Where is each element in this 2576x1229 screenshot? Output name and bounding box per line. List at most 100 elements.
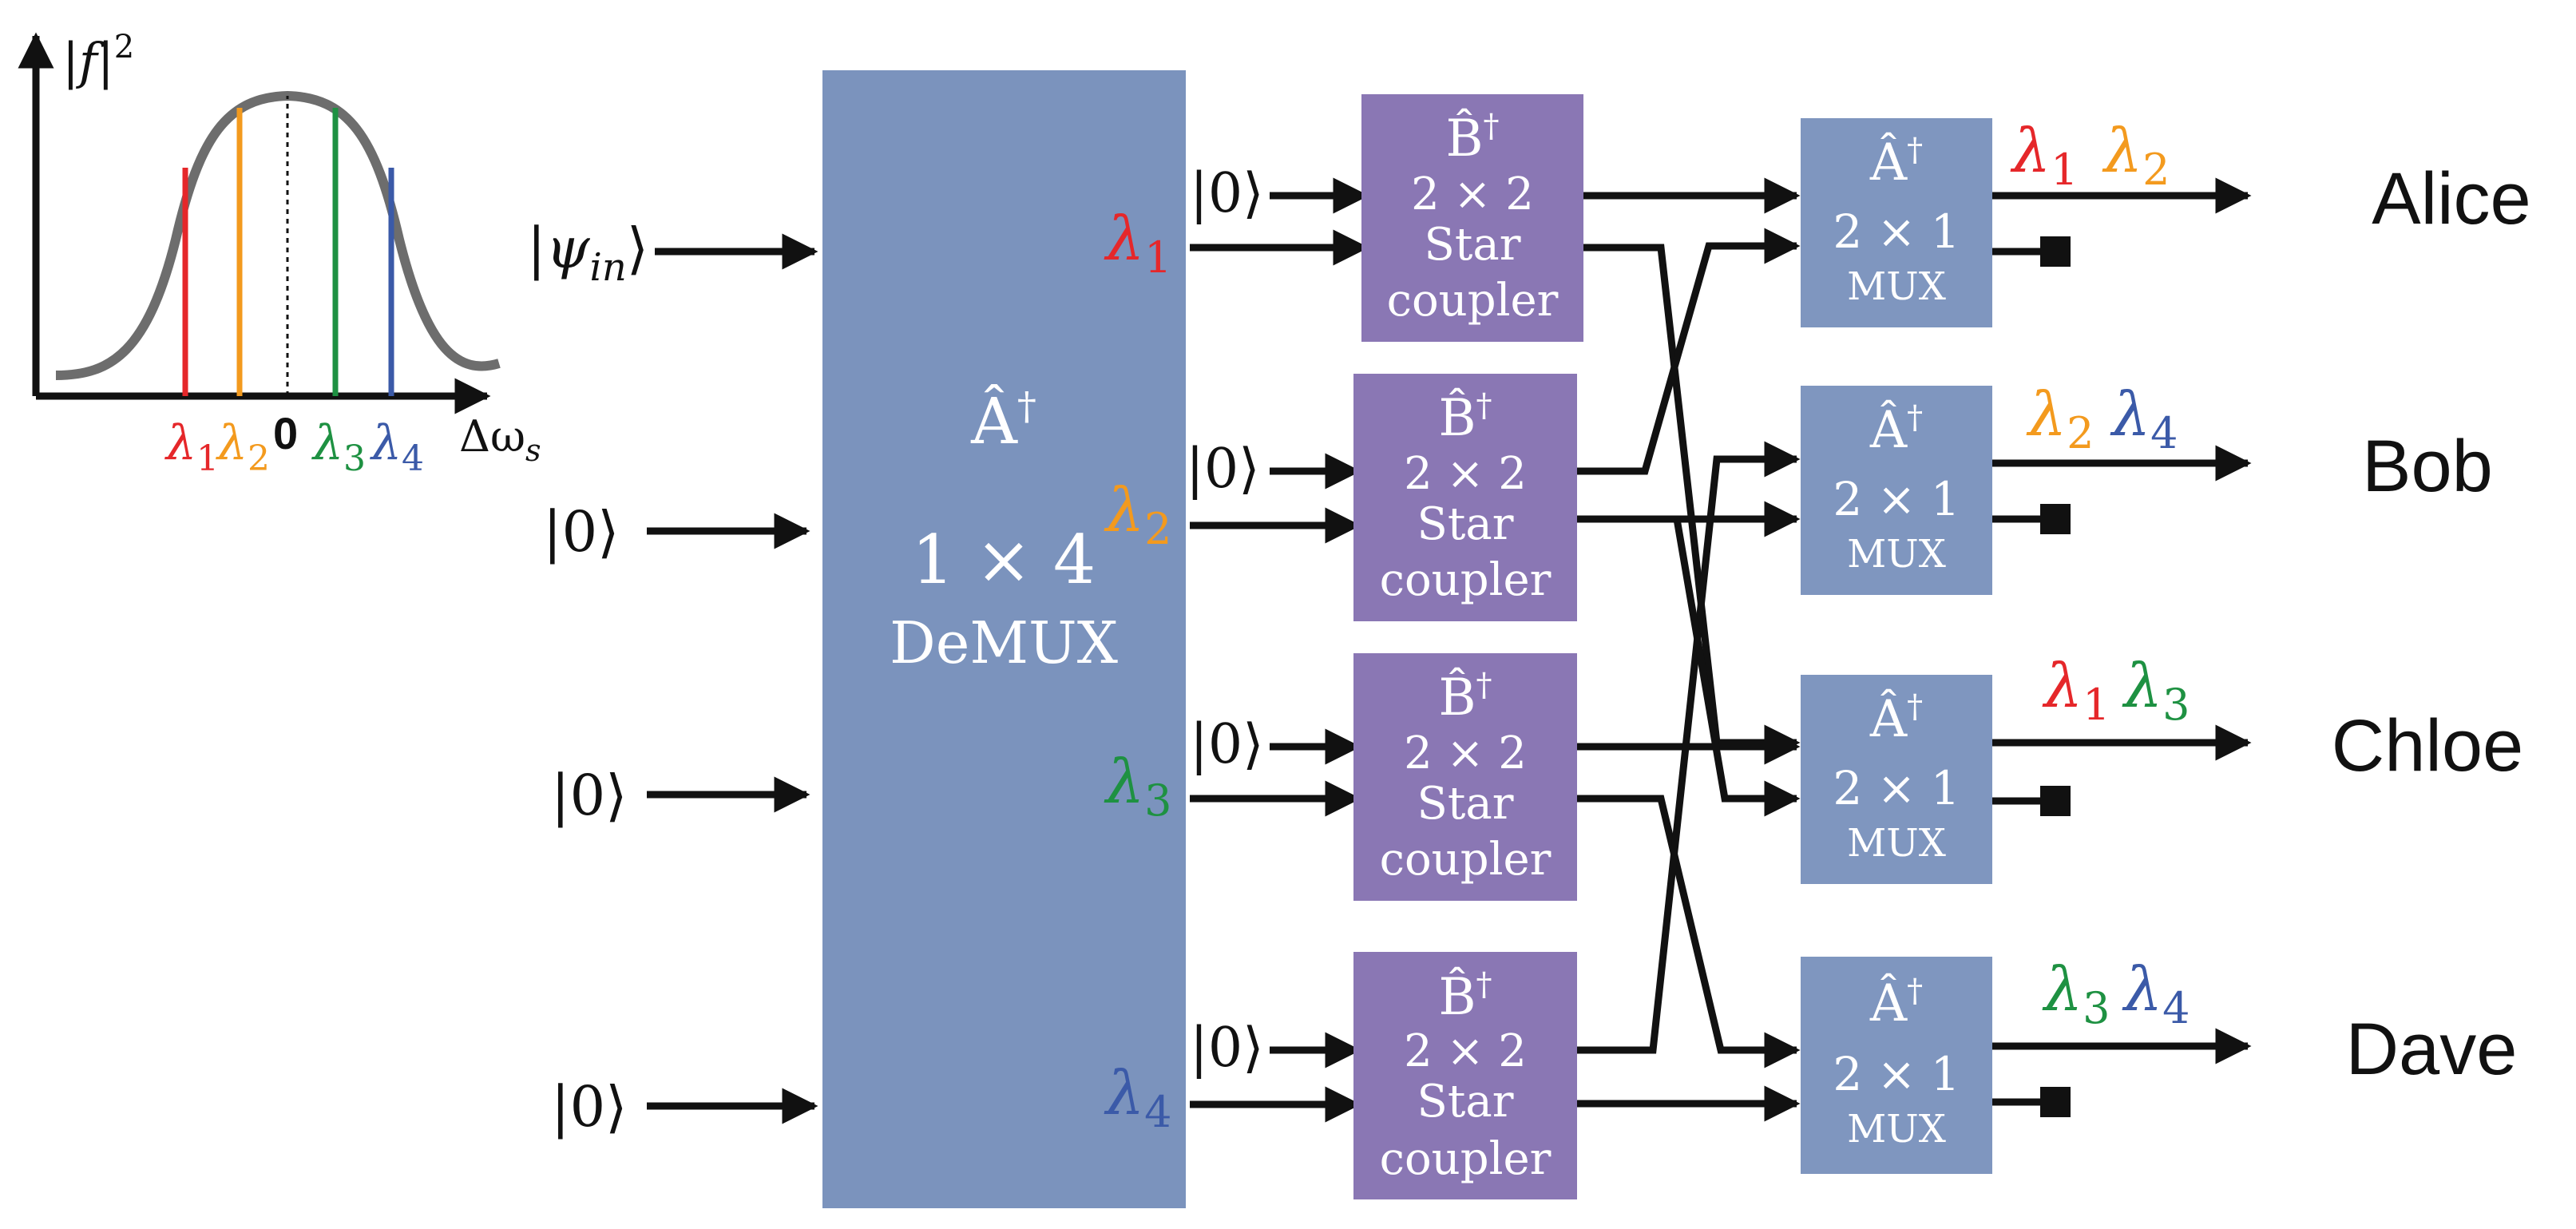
mux-dave: Â† 2 × 1 MUX	[1801, 957, 1992, 1174]
star-coupler-1: B̂† 2 × 2 Star coupler	[1361, 94, 1583, 342]
inputs: |ψin⟩ |0⟩ |0⟩ |0⟩	[527, 216, 818, 1140]
coupler3-size: 2 × 2	[1404, 727, 1527, 779]
mux-chloe-name: MUX	[1847, 821, 1946, 866]
input-vacuum-2: |0⟩	[543, 499, 619, 565]
coupler4-line2: coupler	[1380, 1133, 1552, 1185]
mux-chloe-rect	[1801, 675, 1992, 884]
coupler2-rect	[1353, 374, 1577, 621]
mux-alice-size: 2 × 1	[1833, 204, 1960, 259]
mux-bob-size: 2 × 1	[1833, 472, 1960, 526]
coupler-vacuum-inputs: |0⟩ |0⟩ |0⟩ |0⟩	[1186, 162, 1264, 1080]
coupler1-vacuum: |0⟩	[1190, 162, 1264, 225]
demux-out-lambda1: λ1	[1104, 203, 1172, 283]
demux-name: DeMUX	[890, 609, 1118, 676]
mux-outputs	[1992, 177, 2252, 1117]
chloe-lambda-b: λ3	[2122, 650, 2190, 730]
bob-lambda-b: λ4	[2110, 379, 2178, 458]
user-bob: Bob	[2362, 426, 2493, 507]
mux-bob-name: MUX	[1847, 532, 1946, 577]
input-vacuum-3: |0⟩	[551, 763, 627, 828]
mux-chloe-size: 2 × 1	[1833, 761, 1960, 815]
coupler1-size: 2 × 2	[1411, 168, 1534, 220]
coupler3-line1: Star	[1417, 778, 1513, 830]
coupler1-operator: B̂†	[1445, 108, 1499, 168]
mux-dave-rect	[1801, 957, 1992, 1174]
mux-dave-operator: Â†	[1869, 973, 1923, 1033]
user-alice: Alice	[2372, 158, 2530, 240]
spectrum-inset: |f|2 λ1 λ2 0 λ3 λ4 Δωs	[18, 29, 541, 479]
spectrum-lambda1-label: λ1	[164, 415, 219, 479]
alice-lambda-a: λ1	[2010, 115, 2079, 195]
alice-lambda-b: λ2	[2102, 115, 2170, 195]
c4-out-top	[1577, 441, 1801, 1054]
demux-output-labels: λ1 λ2 λ3 λ4	[1104, 203, 1172, 1137]
mux-bob: Â† 2 × 1 MUX	[1801, 386, 1992, 595]
coupler1-line2: coupler	[1387, 275, 1559, 327]
mux-alice-operator: Â†	[1869, 132, 1923, 192]
mux-alice-rect	[1801, 118, 1992, 327]
coupler-input-wires	[1190, 177, 1369, 1123]
coupler2-vacuum: |0⟩	[1186, 438, 1260, 501]
mux-chloe: Â† 2 × 1 MUX	[1801, 675, 1992, 884]
coupler-to-mux-wires	[1577, 177, 1801, 1122]
alice-dump-terminator	[2040, 236, 2071, 267]
coupler2-line1: Star	[1417, 498, 1513, 550]
coupler2-operator: B̂†	[1438, 387, 1492, 448]
psi-in-label: |ψin⟩	[527, 216, 648, 290]
bob-lambda-a: λ2	[2026, 379, 2094, 458]
spectrum-lambda3-label: λ3	[311, 415, 366, 479]
spectrum-x-label: Δωs	[459, 411, 541, 468]
spectrum-envelope-curve	[55, 90, 501, 380]
demux-rect	[822, 70, 1186, 1208]
coupler2-line2: coupler	[1380, 554, 1552, 606]
user-names: Alice Bob Chloe Dave	[2332, 158, 2531, 1090]
coupler4-size: 2 × 2	[1404, 1025, 1527, 1077]
chloe-lambda-a: λ1	[2042, 650, 2110, 730]
input-vacuum-4: |0⟩	[551, 1074, 627, 1140]
star-coupler-2: B̂† 2 × 2 Star coupler	[1353, 374, 1577, 621]
demux-out-lambda2: λ2	[1104, 474, 1172, 554]
coupler3-operator: B̂†	[1438, 667, 1492, 727]
dave-dump-terminator	[2040, 1087, 2071, 1117]
spectrum-lambda4-label: λ4	[370, 415, 424, 479]
demux-out-lambda4: λ4	[1104, 1057, 1172, 1137]
demux-out-lambda3: λ3	[1104, 746, 1172, 826]
star-coupler-3: B̂† 2 × 2 Star coupler	[1353, 653, 1577, 901]
spectrum-y-label: |f|2	[62, 29, 134, 90]
mux-alice-name: MUX	[1847, 264, 1946, 309]
chloe-in-bottom	[1673, 518, 1801, 817]
spectrum-zero-label: 0	[273, 408, 298, 458]
demux-size: 1 × 4	[912, 521, 1096, 599]
demux-operator: Â†	[970, 383, 1036, 458]
coupler3-rect	[1353, 653, 1577, 901]
coupler4-line1: Star	[1417, 1076, 1513, 1128]
mux-alice: Â† 2 × 1 MUX	[1801, 118, 1992, 327]
star-coupler-4: B̂† 2 × 2 Star coupler	[1353, 952, 1577, 1199]
dave-lambda-b: λ4	[2122, 953, 2190, 1033]
c3-out-bottom	[1577, 795, 1801, 1068]
spectrum-lambda2-label: λ2	[216, 415, 270, 479]
dave-lambda-a: λ3	[2042, 953, 2110, 1033]
coupler4-rect	[1353, 952, 1577, 1199]
c2-out-top	[1577, 228, 1801, 475]
bob-dump-terminator	[2040, 504, 2071, 534]
mux-dave-size: 2 × 1	[1833, 1047, 1960, 1101]
demux-box: Â† 1 × 4 DeMUX	[822, 70, 1186, 1208]
coupler4-vacuum: |0⟩	[1190, 1017, 1264, 1080]
coupler4-operator: B̂†	[1438, 966, 1492, 1027]
coupler3-line2: coupler	[1380, 834, 1552, 886]
user-chloe: Chloe	[2332, 705, 2523, 787]
c1-out-bottom	[1583, 244, 1801, 761]
chloe-dump-terminator	[2040, 786, 2071, 816]
coupler3-vacuum: |0⟩	[1190, 713, 1264, 776]
mux-dave-name: MUX	[1847, 1107, 1946, 1152]
coupler1-line1: Star	[1424, 219, 1520, 271]
mux-chloe-operator: Â†	[1869, 688, 1923, 749]
mux-bob-rect	[1801, 386, 1992, 595]
mux-bob-operator: Â†	[1869, 399, 1923, 460]
user-dave: Dave	[2346, 1009, 2518, 1090]
user-wavelength-labels: λ1 λ2 λ2 λ4 λ1 λ3 λ3 λ4	[2010, 115, 2190, 1033]
coupler2-size: 2 × 2	[1404, 448, 1527, 500]
coupler1-rect	[1361, 94, 1583, 342]
